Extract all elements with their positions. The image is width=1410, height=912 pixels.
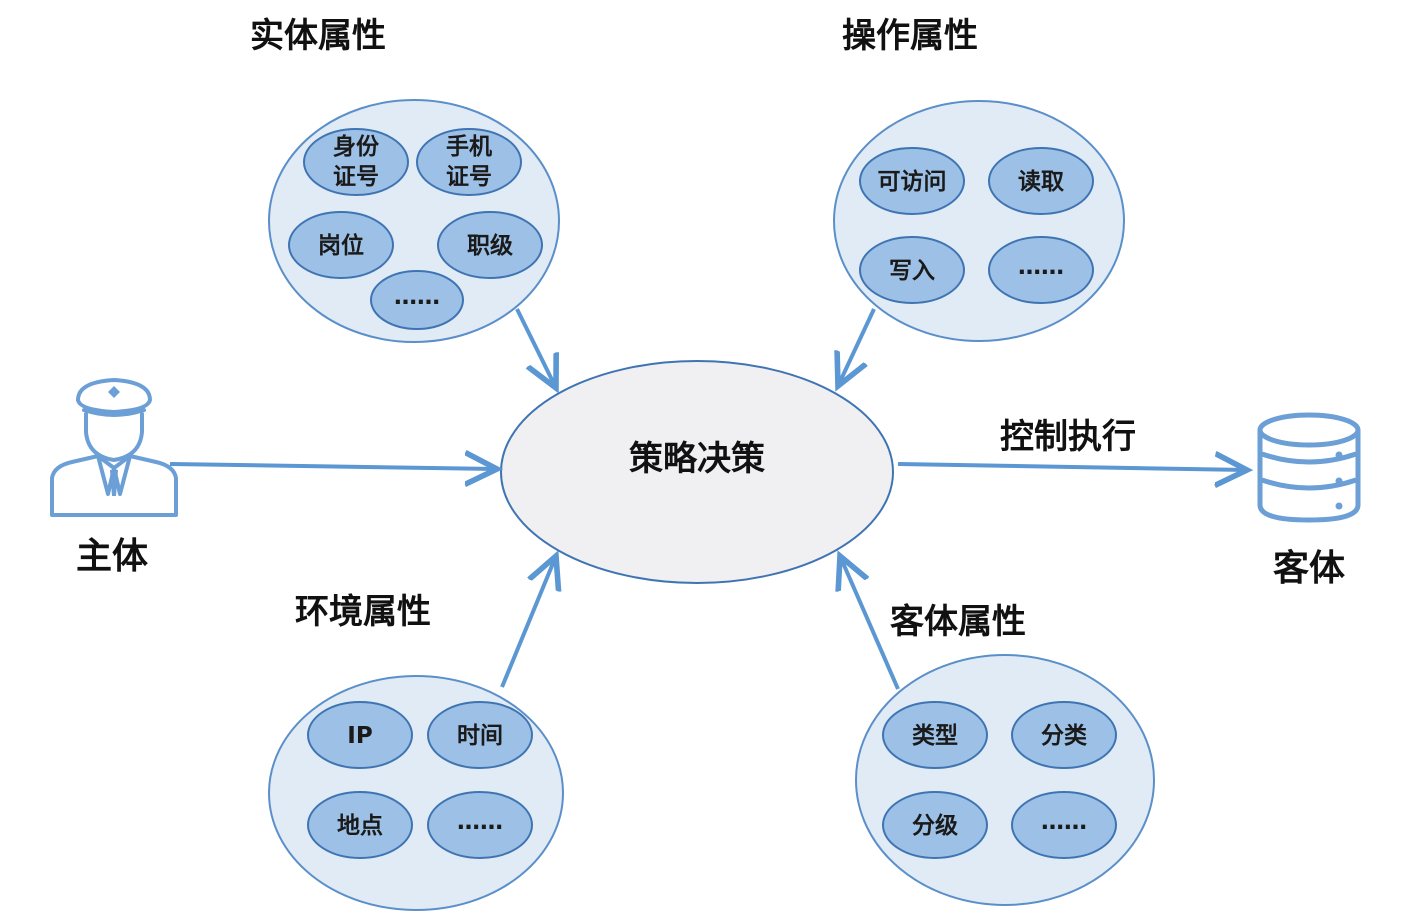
arrow-object-attributes-to-decision <box>840 556 900 690</box>
attribute-node-label: 地点 <box>337 813 383 839</box>
database-icon <box>1257 412 1361 523</box>
subject-label: 主体 <box>76 536 148 577</box>
attribute-node-label: 岗位 <box>318 232 364 259</box>
attribute-node-label: 身份 <box>333 133 380 160</box>
entity-attributes-title: 实体属性 <box>250 16 386 56</box>
attribute-node-label: 职级 <box>467 232 513 259</box>
object-attributes-cluster: 类型 分类 分级 …… <box>855 654 1155 906</box>
policy-decision-label: 策略决策 <box>629 439 765 479</box>
attribute-node-more[interactable]: …… <box>1011 791 1117 859</box>
attribute-node-label: …… <box>1018 254 1064 280</box>
environment-attributes-container <box>268 675 564 911</box>
arrow-environment-to-decision <box>500 556 556 688</box>
control-enforcement-label: 控制执行 <box>1000 417 1136 457</box>
attribute-node-label: …… <box>457 809 503 835</box>
environment-attributes-title: 环境属性 <box>295 592 431 632</box>
operation-attributes-container <box>833 100 1125 342</box>
attribute-node-label: 读取 <box>1018 169 1064 195</box>
arrow-operation-to-decision <box>838 308 876 386</box>
attribute-node-label: IP <box>347 723 372 749</box>
operation-attributes-cluster: 可访问 读取 写入 …… <box>833 100 1125 342</box>
attribute-node-more[interactable]: …… <box>370 270 464 330</box>
attribute-node-label: 类型 <box>912 723 958 749</box>
object-label: 客体 <box>1273 548 1345 589</box>
attribute-node-label: 证号 <box>446 164 492 190</box>
attribute-node-more[interactable]: …… <box>427 791 533 859</box>
attribute-node-label: …… <box>1041 809 1087 835</box>
attribute-node-location[interactable]: 地点 <box>307 791 413 859</box>
attribute-node-label: 可访问 <box>878 169 947 195</box>
object-attributes-title: 客体属性 <box>890 602 1026 642</box>
attribute-node-type[interactable]: 类型 <box>882 701 988 769</box>
officer-icon <box>50 378 178 517</box>
attribute-node-level[interactable]: 分级 <box>882 791 988 859</box>
attribute-node-ip[interactable]: IP <box>307 701 413 769</box>
attribute-node-label: 时间 <box>457 723 503 749</box>
arrow-subject-to-decision <box>169 464 497 469</box>
attribute-node-label: …… <box>394 284 440 310</box>
attribute-node-time[interactable]: 时间 <box>427 701 533 769</box>
attribute-node-label: 写入 <box>889 258 935 284</box>
arrow-entity-to-decision <box>515 308 556 388</box>
operation-attributes-title: 操作属性 <box>842 16 978 56</box>
attribute-node-rank[interactable]: 职级 <box>437 211 543 279</box>
arrow-decision-to-object <box>897 464 1247 470</box>
attribute-node-category[interactable]: 分类 <box>1011 701 1117 769</box>
policy-decision-node[interactable]: 策略决策 <box>500 360 894 584</box>
attribute-node-write[interactable]: 写入 <box>859 236 965 304</box>
attribute-node-label: 分类 <box>1041 723 1087 749</box>
attribute-node-phone-number[interactable]: 手机 证号 <box>416 128 522 196</box>
attribute-node-read[interactable]: 读取 <box>988 147 1094 215</box>
object-attributes-container <box>855 654 1155 906</box>
entity-attributes-cluster: 身份 证号 手机 证号 岗位 职级 …… <box>268 99 560 343</box>
attribute-node-label: 分级 <box>912 812 958 839</box>
attribute-node-more[interactable]: …… <box>988 236 1094 304</box>
environment-attributes-cluster: IP 时间 地点 …… <box>268 675 564 911</box>
attribute-node-accessible[interactable]: 可访问 <box>859 147 965 215</box>
attribute-node-label: 手机 <box>446 134 492 160</box>
attribute-node-id-number[interactable]: 身份 证号 <box>303 128 409 196</box>
attribute-node-post[interactable]: 岗位 <box>288 211 394 279</box>
attribute-node-label: 证号 <box>333 164 379 190</box>
